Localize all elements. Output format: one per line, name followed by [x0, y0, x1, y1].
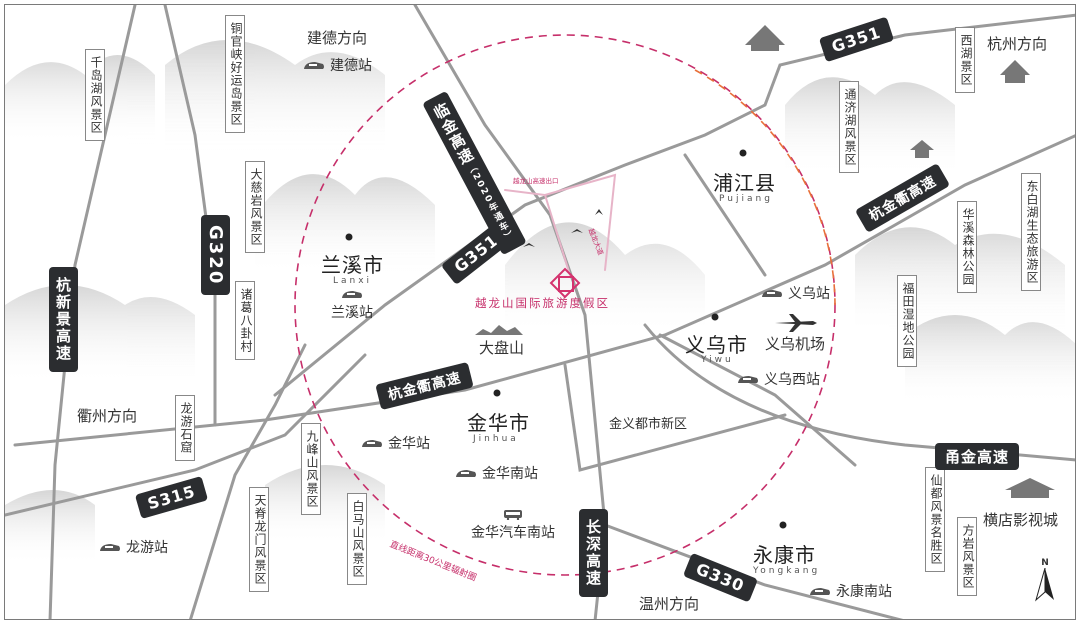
road-shield-changshen: 长深高速 — [579, 509, 608, 597]
scenic-daciyan: 大慈岩风景区 — [245, 161, 265, 253]
city-name-jinhua: 金华市 — [467, 411, 530, 435]
station-name: 兰溪站 — [331, 305, 373, 321]
scenic-huaxi: 华溪森林公园 — [957, 201, 977, 293]
city-dot-jinhua — [493, 389, 501, 397]
train-icon — [342, 291, 362, 298]
city-dot-yongkang — [779, 521, 787, 529]
resort-exit-label: 越龙山高速出口 — [513, 177, 559, 185]
city-pinyin-yiwu: Yiwu — [701, 355, 734, 365]
city-pinyin-yongkang: Yongkang — [753, 566, 821, 576]
place-dapanshan: 大盘山 — [479, 339, 525, 357]
direction-quzhou: 衢州方向 — [77, 407, 138, 425]
resort-name: 越龙山国际旅游度假区 — [475, 296, 610, 310]
station-yiwu-west: 义乌西站 — [737, 369, 820, 389]
scenic-tongguanxia: 铜官峡好运岛景区 — [225, 15, 245, 133]
scenic-xiandu: 仙都风景名胜区 — [925, 467, 945, 572]
north-arrow-icon — [1035, 567, 1054, 602]
station-name: 金华站 — [388, 436, 430, 452]
station-jiande: 建德站 — [303, 55, 372, 75]
train-icon — [738, 375, 758, 383]
place-hengdian: 横店影视城 — [983, 511, 1059, 529]
city-name-yongkang: 永康市 — [753, 543, 816, 567]
resort-logo-icon — [549, 267, 581, 299]
city-name-lanxi: 兰溪市 — [321, 253, 384, 277]
city-pinyin-lanxi: Lanxi — [333, 276, 373, 286]
north-arrow: N — [1035, 558, 1055, 605]
city-name-pujiang: 浦江县 — [713, 171, 776, 195]
direction-wenzhou: 温州方向 — [639, 595, 700, 613]
station-name: 永康南站 — [836, 584, 892, 600]
city-pinyin-jinhua: Jinhua — [473, 434, 519, 444]
station-name: 建德站 — [330, 58, 372, 74]
radius-arc-top — [694, 69, 836, 306]
road-shield-yongjin: 甬金高速 — [935, 443, 1020, 470]
train-icon — [456, 469, 476, 477]
scenic-longyou-grotto: 龙游石窟 — [175, 395, 195, 461]
scenic-tianji: 天脊龙门风景区 — [249, 487, 269, 592]
north-label: N — [1041, 558, 1049, 568]
direction-jiande: 建德方向 — [307, 29, 368, 47]
station-yongkang-south: 永康南站 — [809, 581, 892, 601]
train-icon — [304, 61, 324, 69]
place-yiwu-airport: 义乌机场 — [765, 335, 826, 353]
airplane-icon — [775, 314, 817, 332]
bus-icon — [504, 510, 522, 520]
city-dot-lanxi — [345, 233, 353, 241]
scenic-dongbai: 东白湖生态旅游区 — [1021, 173, 1041, 291]
station-name: 义乌站 — [788, 286, 830, 302]
station-name: 金华南站 — [482, 466, 538, 482]
train-icon — [810, 587, 830, 595]
scenic-tongji: 通济湖风景区 — [839, 81, 859, 173]
scenic-zhuge: 诸葛八卦村 — [235, 281, 255, 360]
bird-icons — [523, 209, 603, 247]
city-pinyin-pujiang: Pujiang — [719, 194, 773, 204]
station-jinhua-south: 金华南站 — [455, 463, 538, 483]
place-jinyi-district: 金义都市新区 — [609, 417, 688, 432]
station-name: 义乌西站 — [764, 372, 820, 388]
station-lanxi: 兰溪站 — [331, 289, 373, 322]
train-icon — [100, 543, 120, 551]
city-name-yiwu: 义乌市 — [685, 333, 748, 357]
train-icon — [762, 289, 782, 297]
train-icon — [362, 439, 382, 447]
scenic-jiufeng: 九峰山风景区 — [301, 423, 321, 515]
city-dot-yiwu — [711, 313, 719, 321]
station-longyou: 龙游站 — [99, 537, 168, 557]
station-jinhua-bus: 金华汽车南站 — [471, 509, 555, 542]
direction-hangzhou: 杭州方向 — [987, 35, 1048, 53]
scenic-fangyan: 方岩风景区 — [957, 517, 977, 596]
road-shield-g320: G320 — [201, 215, 230, 296]
scenic-baima: 白马山风景区 — [347, 493, 367, 585]
city-dot-pujiang — [739, 149, 747, 157]
station-name: 金华汽车南站 — [471, 525, 555, 541]
station-yiwu: 义乌站 — [761, 283, 830, 303]
road-shield-hangxinjing: 杭新景高速 — [49, 267, 78, 372]
tourism-map: 兰溪市 Lanxi 浦江县 Pujiang 义乌市 Yiwu 金华市 Jinhu… — [4, 4, 1076, 620]
road-network — [5, 5, 1075, 619]
scenic-futian: 福田湿地公园 — [897, 275, 917, 367]
station-jinhua: 金华站 — [361, 433, 430, 453]
pagoda-icons — [475, 25, 1055, 498]
station-name: 龙游站 — [126, 540, 168, 556]
scenic-qiandao: 千岛湖风景区 — [85, 49, 105, 141]
scenic-xihu: 西湖景区 — [955, 27, 975, 93]
